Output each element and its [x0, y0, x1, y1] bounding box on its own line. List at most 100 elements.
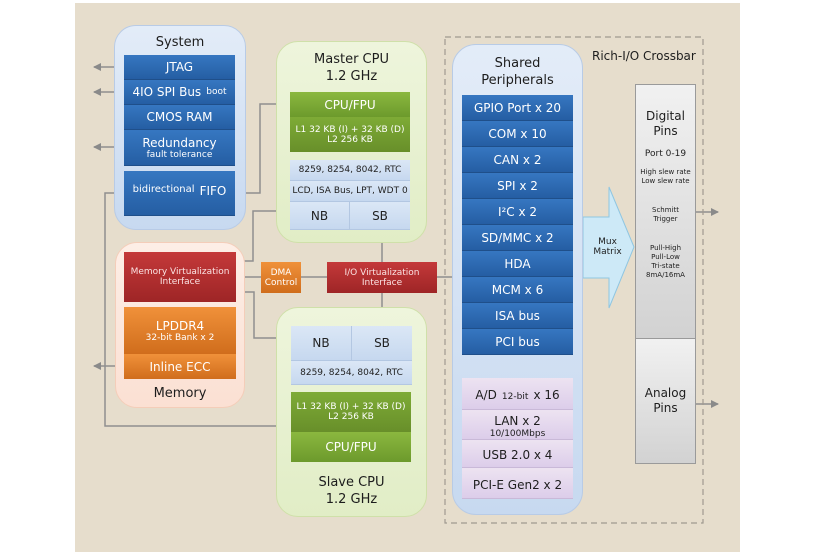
memory-virtualization-block[interactable]: Memory Virtualization Interface: [124, 252, 236, 302]
fifo-prefix: bidirectional: [132, 184, 195, 195]
shared-peripheral-label: COM x 10: [488, 126, 547, 141]
cmos-ram-label: CMOS RAM: [146, 110, 213, 124]
slave-l2-label: L2 256 KB: [328, 412, 374, 422]
cmos-ram-block[interactable]: CMOS RAM: [124, 105, 235, 130]
shared-peripheral-item[interactable]: GPIO Port x 20: [462, 95, 573, 121]
dma-line-2: Control: [264, 277, 298, 288]
master-periph-1-label: 8259, 8254, 8042, RTC: [298, 165, 402, 175]
shared-io-label: LAN x 2: [494, 414, 541, 428]
redundancy-sub: fault tolerance: [146, 149, 213, 160]
master-cpu-title: Master CPU: [314, 52, 389, 67]
io-virtualization-block[interactable]: I/O Virtualization Interface: [327, 262, 437, 293]
master-l1-label: L1 32 KB (I) + 32 KB (D): [295, 124, 405, 135]
spi-bus-block[interactable]: 4IO SPI Bus boot: [124, 80, 235, 105]
fifo-slave-link: [104, 193, 289, 427]
slave-l1-label: L1 32 KB (I) + 32 KB (D): [296, 402, 406, 412]
schmitt-line-2: Trigger: [653, 215, 678, 223]
shared-io-label: USB 2.0 x 4: [482, 448, 553, 462]
master-cpu-freq: 1.2 GHz: [325, 69, 378, 84]
slave-periph-1-block[interactable]: 8259, 8254, 8042, RTC: [291, 361, 412, 385]
shared-peripheral-label: SD/MMC x 2: [481, 230, 554, 245]
slew-line-1: High slew rate: [640, 168, 691, 176]
master-periph-2-label: LCD, ISA Bus, LPT, WDT 0: [292, 186, 408, 196]
master-periph-2-block[interactable]: LCD, ISA Bus, LPT, WDT 0: [290, 181, 410, 202]
shared-io-label: PCI-E Gen2 x 2: [472, 477, 563, 492]
mux-matrix-arrow: [582, 186, 635, 309]
analog-line-2: Pins: [653, 401, 678, 415]
shared-peripheral-item[interactable]: I²C x 2: [462, 199, 573, 225]
shared-peripheral-label: CAN x 2: [493, 152, 542, 167]
shared-io-label: A/D: [475, 388, 497, 402]
shared-peripheral-item[interactable]: SPI x 2: [462, 173, 573, 199]
iovi-line-1: I/O Virtualization: [344, 267, 420, 278]
master-nb-label: NB: [310, 208, 329, 223]
mvi-line-2: Interface: [159, 277, 201, 287]
shared-peripheral-item[interactable]: COM x 10: [462, 121, 573, 147]
dma-control-block[interactable]: DMA Control: [261, 262, 301, 293]
slave-cpu-fpu-block[interactable]: CPU/FPU: [291, 432, 411, 462]
mux-matrix-label: Mux Matrix: [585, 232, 630, 262]
shared-io-mid: 12-bit: [501, 392, 529, 402]
mvi-line-1: Memory Virtualization: [130, 267, 230, 277]
shared-blue-list: GPIO Port x 20 COM x 10 CAN x 2 SPI x 2 I²C …: [462, 95, 573, 355]
master-cache-block[interactable]: L1 32 KB (I) + 32 KB (D) L2 256 KB: [290, 117, 410, 152]
pull-line-2: Pull-Low: [651, 253, 680, 261]
shared-title-1: Shared: [494, 56, 541, 71]
shared-peripheral-item[interactable]: MCM x 6: [462, 277, 573, 303]
shared-peripheral-label: PCI bus: [495, 334, 540, 349]
shared-peripheral-item[interactable]: ISA bus: [462, 303, 573, 329]
shared-io-label-row: PCI-E Gen2 x 2: [473, 474, 562, 493]
shared-peripheral-item[interactable]: PCI bus: [462, 329, 573, 355]
redundancy-label: Redundancy: [142, 135, 217, 150]
slave-cache-block[interactable]: L1 32 KB (I) + 32 KB (D) L2 256 KB: [291, 392, 411, 432]
fifo-master-link: [241, 104, 289, 193]
redundancy-block[interactable]: Redundancy fault tolerance: [124, 130, 235, 166]
shared-peripheral-item[interactable]: SD/MMC x 2: [462, 225, 573, 251]
fifo-label: FIFO: [199, 184, 227, 198]
analog-pins-block[interactable]: Analog Pins: [635, 338, 696, 464]
digital-line-1: Digital: [646, 109, 685, 123]
shared-peripheral-item[interactable]: CAN x 2: [462, 147, 573, 173]
system-title: System: [155, 35, 205, 50]
shared-io-label-row: USB 2.0 x 4: [483, 444, 553, 463]
shared-io-item[interactable]: LAN x 2 10/100Mbps: [462, 410, 573, 440]
shared-io-item[interactable]: USB 2.0 x 4: [462, 440, 573, 468]
slave-cpu-fpu-label: CPU/FPU: [325, 440, 377, 454]
slave-nb-block[interactable]: NB: [291, 326, 352, 361]
shared-io-tail: x 16: [533, 388, 560, 402]
inline-ecc-label: Inline ECC: [149, 359, 211, 374]
fifo-block[interactable]: bidirectional FIFO: [124, 171, 235, 216]
lpddr4-block[interactable]: LPDDR4 32-bit Bank x 2: [124, 307, 236, 354]
pull-line-4: 8mA/16mA: [646, 271, 685, 279]
shared-io-label-row: A/D 12-bit x 16: [475, 384, 559, 403]
lpddr4-label: LPDDR4: [155, 318, 205, 333]
slew-line-2: Low slew rate: [641, 177, 690, 185]
spi-bus-label: 4IO SPI Bus: [132, 85, 202, 99]
iovi-line-2: Interface: [361, 277, 403, 288]
digital-pins-block[interactable]: Digital Pins Port 0-19 High slew rate Lo…: [635, 84, 696, 339]
master-periph-1-block[interactable]: 8259, 8254, 8042, RTC: [290, 160, 410, 181]
analog-line-1: Analog: [644, 386, 687, 400]
dma-line-1: DMA: [270, 267, 292, 278]
master-l2-label: L2 256 KB: [327, 134, 373, 145]
shared-peripheral-label: ISA bus: [495, 308, 540, 323]
master-cpu-fpu-label: CPU/FPU: [324, 97, 376, 112]
jtag-block[interactable]: JTAG: [124, 55, 235, 80]
slave-cpu-title: Slave CPU: [318, 475, 385, 490]
shared-io-item[interactable]: PCI-E Gen2 x 2: [462, 468, 573, 499]
master-sb-block[interactable]: SB: [350, 202, 410, 230]
slave-cpu-freq: 1.2 GHz: [325, 492, 378, 507]
shared-peripheral-item[interactable]: HDA: [462, 251, 573, 277]
lpddr4-sub: 32-bit Bank x 2: [145, 332, 215, 343]
slave-sb-block[interactable]: SB: [352, 326, 412, 361]
pull-line-1: Pull-High: [649, 244, 682, 252]
master-cpu-fpu-block[interactable]: CPU/FPU: [290, 92, 410, 117]
inline-ecc-block[interactable]: Inline ECC: [124, 354, 236, 379]
shared-peripheral-label: SPI x 2: [497, 178, 538, 193]
shared-io-item[interactable]: A/D 12-bit x 16: [462, 378, 573, 410]
shared-peripheral-label: HDA: [504, 256, 531, 271]
spi-bus-sub: boot: [206, 87, 227, 97]
master-nb-block[interactable]: NB: [290, 202, 350, 230]
slave-nb-label: NB: [312, 336, 330, 350]
slave-sb-label: SB: [374, 336, 390, 350]
